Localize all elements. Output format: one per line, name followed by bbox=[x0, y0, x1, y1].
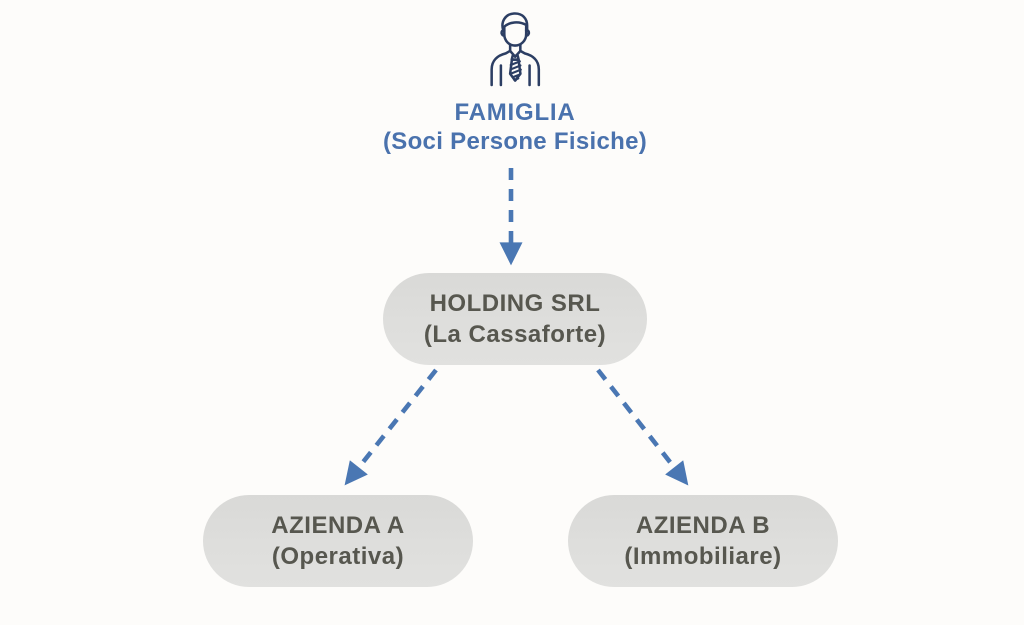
company-b-subtitle: (Immobiliare) bbox=[624, 543, 782, 570]
arrow-holding-to-company-b bbox=[596, 368, 689, 486]
company-b-node: AZIENDA B (Immobiliare) bbox=[568, 495, 838, 587]
businessman-icon bbox=[490, 12, 541, 87]
family-title: FAMIGLIA bbox=[454, 99, 576, 126]
company-a-subtitle: (Operativa) bbox=[271, 543, 405, 570]
holding-node: HOLDING SRL (La Cassaforte) bbox=[383, 273, 647, 365]
company-b-title: AZIENDA B bbox=[635, 512, 771, 539]
holding-subtitle: (La Cassaforte) bbox=[423, 321, 607, 348]
family-subtitle: (Soci Persone Fisiche) bbox=[382, 128, 648, 155]
company-a-title: AZIENDA A bbox=[271, 512, 405, 539]
holding-title: HOLDING SRL bbox=[429, 290, 601, 317]
arrow-holding-to-company-a bbox=[344, 368, 438, 486]
company-a-node: AZIENDA A (Operativa) bbox=[203, 495, 473, 587]
family-node: FAMIGLIA (Soci Persone Fisiche) bbox=[383, 6, 647, 156]
